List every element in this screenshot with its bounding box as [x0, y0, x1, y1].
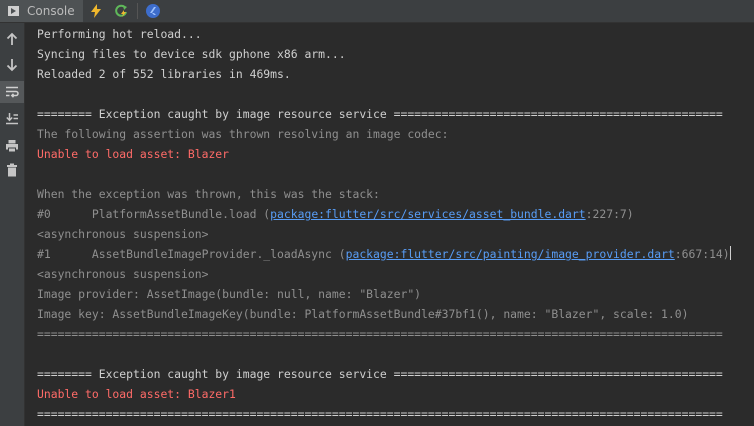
- output-line: <asynchronous suspension>: [37, 267, 209, 281]
- text-cursor: [729, 246, 731, 260]
- stack-frame-text: #0 PlatformAssetBundle.load (: [37, 207, 271, 221]
- stack-frame: #1 AssetBundleImageProvider._loadAsync (…: [37, 244, 731, 264]
- stack-frame-text: #1 AssetBundleImageProvider._loadAsync (: [37, 247, 346, 261]
- output-line: The following assertion was thrown resol…: [37, 127, 449, 141]
- output-line: Reloaded 2 of 552 libraries in 469ms.: [37, 67, 291, 81]
- console-icon: [8, 6, 19, 16]
- toolbar-separator: [136, 3, 138, 19]
- hot-restart-button[interactable]: [109, 0, 135, 22]
- arrow-down-icon: [6, 59, 18, 72]
- scroll-to-end-icon: [6, 113, 18, 125]
- soft-wrap-toggle[interactable]: [0, 81, 24, 103]
- error-message: Unable to load asset: Blazer1: [37, 387, 236, 401]
- arrow-up-icon: [6, 32, 18, 45]
- error-message: Unable to load asset: Blazer: [37, 147, 230, 161]
- output-line: Syncing files to device sdk gphone x86 a…: [37, 47, 346, 61]
- hot-reload-button[interactable]: [83, 0, 109, 22]
- stack-frame: #0 PlatformAssetBundle.load (package:flu…: [37, 204, 634, 224]
- trash-icon: [7, 163, 17, 177]
- hot-restart-icon: [114, 4, 127, 17]
- output-line: When the exception was thrown, this was …: [37, 187, 380, 201]
- print-button[interactable]: [0, 135, 24, 157]
- exception-header: ======== Exception caught by image resou…: [37, 107, 723, 121]
- stack-frame-location: :227:7): [585, 207, 634, 221]
- open-devtools-button[interactable]: [140, 0, 166, 22]
- console-side-toolbar: [0, 23, 25, 426]
- clear-all-button[interactable]: [0, 159, 24, 181]
- print-icon: [6, 140, 18, 153]
- flutter-devtools-icon: [145, 4, 160, 18]
- console-toolbar: Console: [0, 0, 754, 23]
- source-link[interactable]: package:flutter/src/services/asset_bundl…: [270, 207, 586, 221]
- source-link[interactable]: package:flutter/src/painting/image_provi…: [345, 247, 675, 261]
- scroll-to-end-button[interactable]: [0, 108, 24, 130]
- soft-wrap-icon: [6, 86, 19, 98]
- scroll-down-button[interactable]: [0, 54, 24, 76]
- exception-footer: ========================================…: [37, 327, 723, 341]
- tab-console-label: Console: [27, 4, 75, 18]
- tab-console[interactable]: Console: [0, 0, 83, 22]
- console-output[interactable]: Performing hot reload... Syncing files t…: [25, 23, 754, 426]
- scroll-up-button[interactable]: [0, 28, 24, 50]
- stack-frame-location: :667:14): [674, 247, 730, 261]
- exception-header: ======== Exception caught by image resou…: [37, 367, 723, 381]
- output-line: Image provider: AssetImage(bundle: null,…: [37, 287, 422, 301]
- output-line: Performing hot reload...: [37, 27, 202, 41]
- output-line: Image key: AssetBundleImageKey(bundle: P…: [37, 307, 689, 321]
- exception-footer: ========================================…: [37, 407, 723, 421]
- output-line: <asynchronous suspension>: [37, 227, 209, 241]
- lightning-icon: [90, 4, 101, 18]
